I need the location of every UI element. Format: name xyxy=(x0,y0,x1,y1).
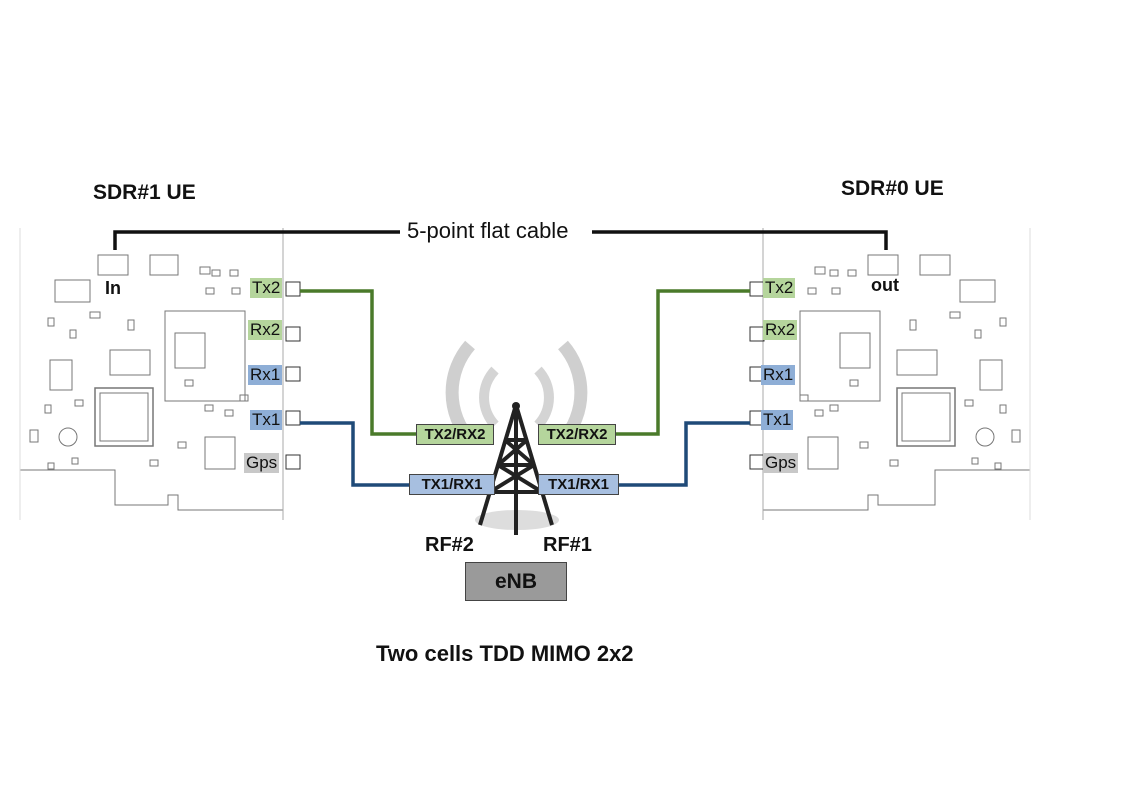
flat-cable xyxy=(113,230,888,250)
enb-rf2-tx2rx2: TX2/RX2 xyxy=(416,424,494,445)
enb-rf1-tx2rx2: TX2/RX2 xyxy=(538,424,616,445)
rf1-label: RF#1 xyxy=(543,534,592,556)
left-board-title: SDR#1 UE xyxy=(93,181,196,204)
left-port-tx2: Tx2 xyxy=(250,278,283,298)
enb-box: eNB xyxy=(465,562,567,601)
antenna-tower-icon xyxy=(445,340,588,535)
right-sdr-board xyxy=(749,228,1031,520)
right-port-rx1: Rx1 xyxy=(761,365,796,385)
right-tx1-cable xyxy=(618,421,750,487)
rf2-label: RF#2 xyxy=(425,534,474,556)
left-port-rx1: Rx1 xyxy=(248,365,283,385)
left-tx2-cable xyxy=(300,289,418,436)
left-port-rx2: Rx2 xyxy=(248,320,283,340)
left-port-tx1: Tx1 xyxy=(250,410,283,430)
diagram-caption: Two cells TDD MIMO 2x2 xyxy=(376,641,634,666)
left-tx1-cable xyxy=(300,421,410,487)
right-port-rx2: Rx2 xyxy=(763,320,798,340)
right-tx2-cable xyxy=(615,289,750,436)
right-port-gps: Gps xyxy=(763,453,799,473)
left-sdr-board xyxy=(19,228,301,520)
left-port-gps: Gps xyxy=(244,453,280,473)
right-port-tx1: Tx1 xyxy=(761,410,794,430)
enb-rf1-tx1rx1: TX1/RX1 xyxy=(538,474,619,495)
rf-cables xyxy=(300,289,750,487)
right-port-tx2: Tx2 xyxy=(763,278,796,298)
right-connector-label: out xyxy=(871,275,899,295)
cable-label: 5-point flat cable xyxy=(407,218,569,243)
enb-rf2-tx1rx1: TX1/RX1 xyxy=(409,474,495,495)
left-connector-label: In xyxy=(105,278,121,298)
right-board-title: SDR#0 UE xyxy=(841,177,944,200)
